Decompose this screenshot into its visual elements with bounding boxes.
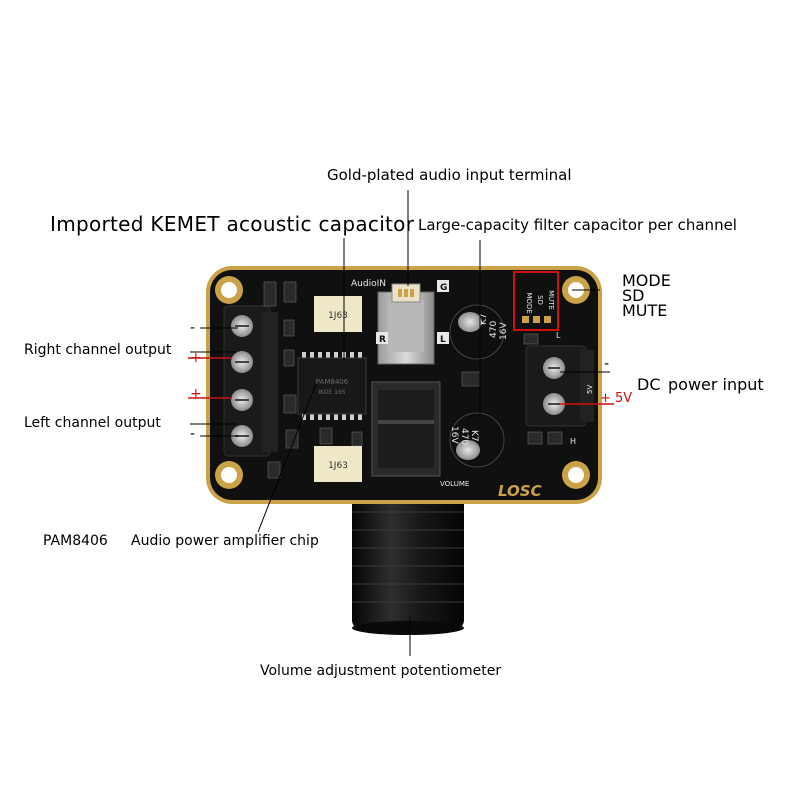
label-chip-model: PAM8406 — [43, 533, 108, 549]
svg-text:G: G — [440, 283, 447, 293]
svg-text:-: - — [190, 426, 195, 442]
label-kemet-capacitor: Imported KEMET acoustic capacitor — [50, 212, 415, 236]
polarity-markers — [188, 357, 614, 405]
heatsink-block — [371, 381, 441, 477]
svg-text:MODE: MODE — [525, 292, 533, 313]
svg-text:R: R — [379, 335, 386, 345]
kemet-capacitor-top: 1J63 — [314, 296, 362, 332]
label-chip-description: Audio power amplifier chip — [131, 533, 319, 549]
svg-text:470: 470 — [489, 321, 499, 338]
svg-text:+: + — [190, 386, 202, 402]
svg-text:470: 470 — [459, 428, 469, 445]
svg-text:16V: 16V — [499, 322, 509, 340]
svg-text:+: + — [190, 350, 202, 366]
smd-components — [263, 281, 563, 479]
svg-text:-: - — [604, 356, 609, 372]
svg-text:MUTE: MUTE — [547, 290, 555, 310]
filter-capacitor-top: K7 470 16V — [447, 302, 509, 362]
mode-header: MODE SD MUTE — [513, 271, 559, 331]
svg-text:-: - — [190, 320, 195, 336]
svg-text:+ 5V: + 5V — [600, 391, 632, 406]
label-left-channel-output: Left channel output — [24, 415, 161, 431]
kemet-capacitor-bottom: 1J63 — [314, 446, 362, 482]
speaker-terminal-block — [223, 305, 278, 457]
polarity-signs: - + + - - + 5V — [190, 320, 632, 442]
svg-text:AudioIN: AudioIN — [351, 279, 386, 289]
volume-knob — [352, 492, 464, 635]
amplifier-chip: PAM8406 IKOE 165 — [297, 352, 367, 420]
svg-text:L: L — [440, 335, 446, 345]
svg-text:16V: 16V — [449, 426, 459, 444]
label-sd: SD — [622, 286, 645, 305]
svg-text:1J63: 1J63 — [328, 461, 348, 471]
label-power-input: power input — [668, 375, 764, 394]
label-gold-terminal: Gold-plated audio input terminal — [327, 166, 572, 184]
label-volume-potentiometer: Volume adjustment potentiometer — [260, 663, 502, 679]
svg-text:K7: K7 — [469, 430, 479, 442]
svg-text:H: H — [570, 437, 576, 446]
svg-text:SD: SD — [536, 295, 544, 305]
filter-capacitor-bottom: K7 470 16V — [447, 410, 507, 470]
svg-text:1J63: 1J63 — [328, 311, 348, 321]
svg-text:LOSC: LOSC — [498, 482, 542, 500]
label-mode: MODE — [622, 271, 671, 290]
label-mute: MUTE — [622, 301, 668, 320]
svg-text:5V: 5V — [586, 385, 594, 394]
label-right-channel-output: Right channel output — [24, 342, 172, 358]
svg-text:L: L — [556, 331, 561, 340]
label-filter-capacitor: Large-capacity filter capacitor per chan… — [418, 216, 737, 234]
leader-lines — [190, 190, 610, 656]
svg-text:IKOE 165: IKOE 165 — [318, 389, 345, 396]
label-dc: DC — [637, 375, 661, 394]
svg-text:VOLUME: VOLUME — [440, 480, 469, 488]
power-terminal-block — [525, 345, 594, 427]
svg-text:K7: K7 — [479, 313, 489, 325]
silkscreen: AudioIN G R L L H VOLUME LOSC 5V — [351, 279, 594, 500]
audio-input-jack — [377, 283, 435, 365]
svg-text:PAM8406: PAM8406 — [316, 378, 349, 386]
